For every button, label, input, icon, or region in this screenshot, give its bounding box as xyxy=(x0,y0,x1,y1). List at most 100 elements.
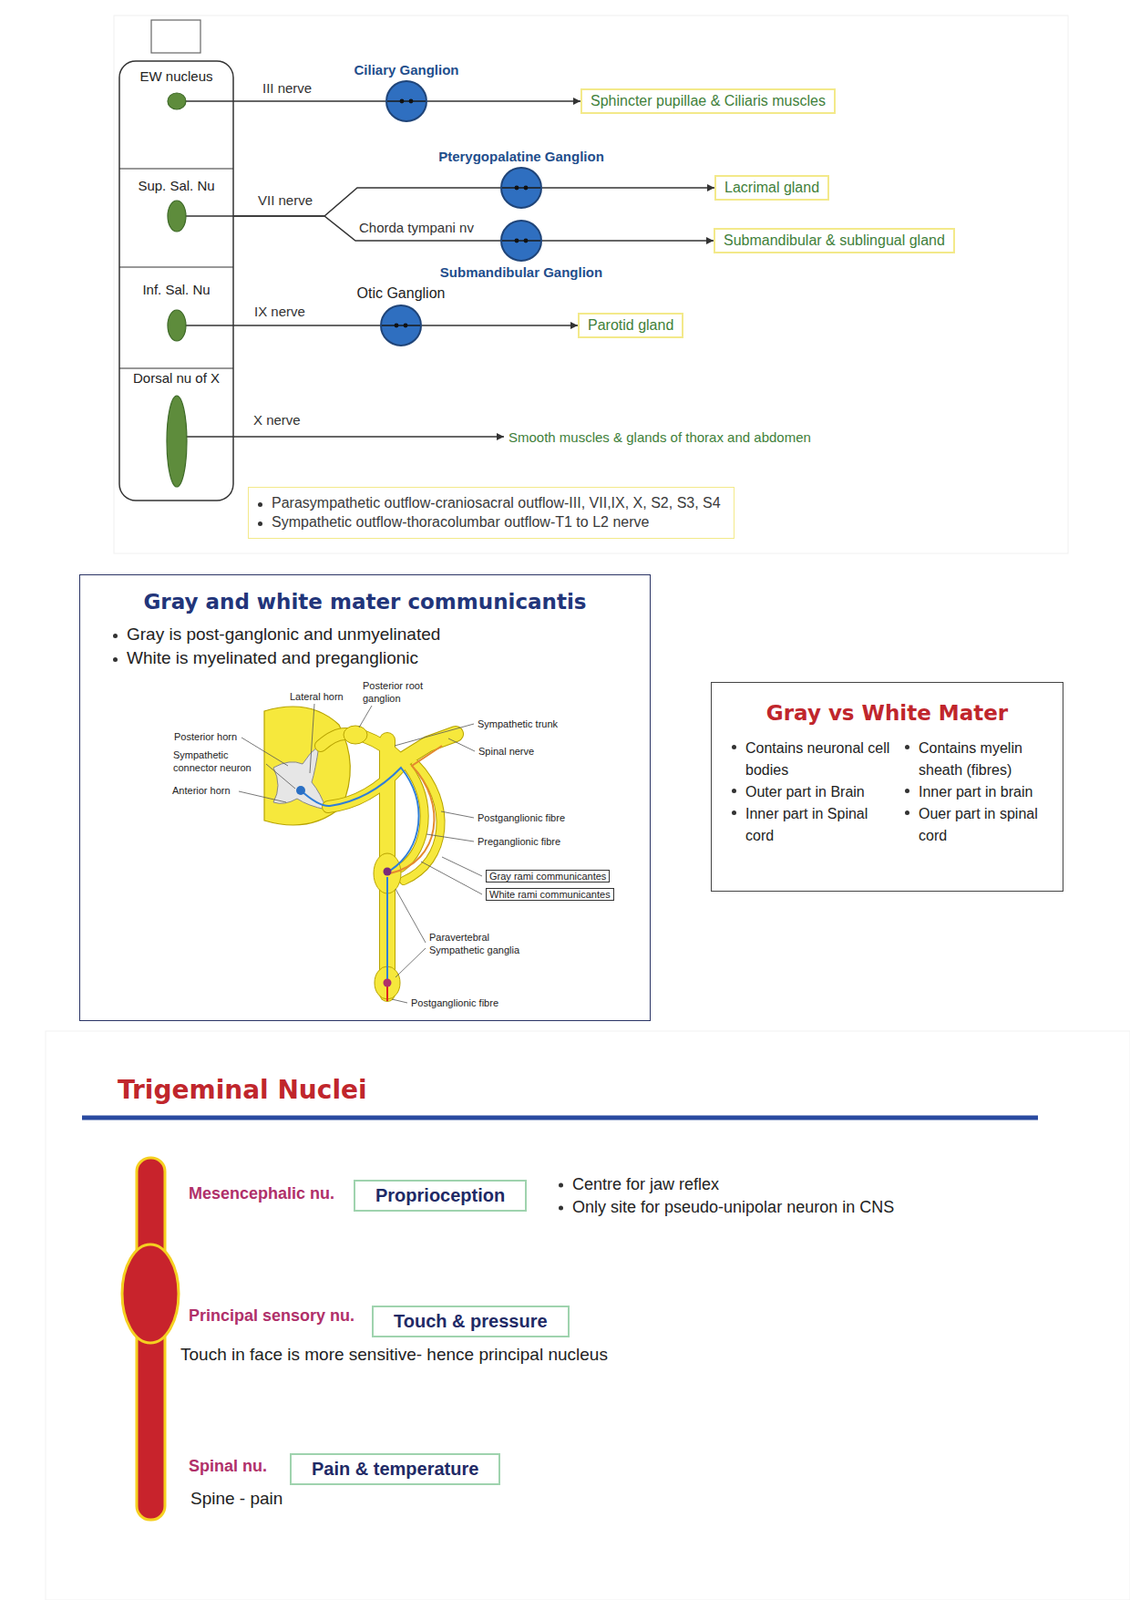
target-name: Lacrimal gland xyxy=(724,179,820,196)
column: Contains neuronal cell bodiesOuter part … xyxy=(711,737,893,847)
part-label: Gray rami communicantes xyxy=(485,869,610,883)
synapse-dot xyxy=(400,99,405,104)
note-text: Sympathetic outflow-thoracolumbar outflo… xyxy=(271,513,649,531)
part-label: Posterior root ganglion xyxy=(362,679,436,706)
bullet-row: Sympathetic outflow-thoracolumbar outflo… xyxy=(257,513,721,531)
nerve-label: X nerve xyxy=(251,411,303,428)
bullet-text: White is myelinated and preganglionic xyxy=(126,647,419,668)
bullet-dot xyxy=(904,788,910,793)
bullet-dot xyxy=(904,744,910,750)
panel-frame xyxy=(45,1030,1130,1600)
bullet-dot xyxy=(558,1182,564,1188)
leader-line xyxy=(391,998,408,1003)
nucleus-column xyxy=(151,20,201,53)
panel-frame xyxy=(113,15,1069,554)
nerve-label: IX nerve xyxy=(252,303,308,319)
nucleus-compartment: Inf. Sal. Nu xyxy=(119,267,234,369)
ganglion-synapse xyxy=(502,221,541,260)
trigeminal-column xyxy=(122,1243,179,1343)
note-text: Touch in face is more sensitive- hence p… xyxy=(180,1344,608,1365)
target-box: Lacrimal gland xyxy=(714,174,830,201)
nucleus-name: EW nucleus xyxy=(119,68,234,84)
bullet-dot xyxy=(731,810,737,815)
synapse-dot xyxy=(403,323,409,329)
ganglion-synapse xyxy=(502,239,541,241)
nerve-label: VII nerve xyxy=(256,192,315,208)
leader-line xyxy=(359,705,372,728)
nucleus-name: Sup. Sal. Nu xyxy=(119,177,234,194)
nucleus-column xyxy=(119,367,234,369)
ganglion-circle: Submandibular Ganglion xyxy=(500,219,543,262)
part-label: White rami communicantes xyxy=(485,887,615,901)
part-label: Lateral horn xyxy=(289,690,344,702)
note-text: Centre for jaw reflex xyxy=(572,1174,720,1194)
spinal-cord-illustration xyxy=(320,733,347,746)
nerve-label: III nerve xyxy=(260,80,314,96)
bullet-row: Inner part in brain xyxy=(904,780,1060,803)
spinal-cord-illustration xyxy=(383,978,392,987)
ganglion-synapse xyxy=(381,324,421,326)
nerve-connector xyxy=(233,215,501,241)
nucleus-name: Inf. Sal. Nu xyxy=(119,281,234,298)
bullet-dot xyxy=(731,744,737,750)
column: Contains myelin sheath (fibres)Inner par… xyxy=(892,737,1060,847)
spinal-cord-illustration xyxy=(320,733,347,746)
spinal-cord-illustration xyxy=(390,745,442,874)
nerve-label: Chorda tympani nv xyxy=(357,219,476,236)
spinal-cord-illustration xyxy=(296,785,306,795)
part-label: Posterior horn xyxy=(174,730,237,742)
leader-line xyxy=(448,738,475,751)
bullet-row: Gray is post-ganglonic and unmyelinated xyxy=(113,624,650,645)
part-label: Postganglionic fibre xyxy=(477,811,565,823)
compare-cell: Inner part in brain xyxy=(918,780,1033,803)
nerve-connector xyxy=(233,100,386,103)
nerve-connector xyxy=(233,435,504,438)
spinal-cord-illustration xyxy=(386,984,389,1001)
nucleus-oval xyxy=(167,92,186,110)
compare-cell: Contains neuronal cell bodies xyxy=(745,737,893,781)
ganglion-synapse xyxy=(387,82,426,121)
spinal-cord-illustration xyxy=(399,733,456,762)
nerve-connector xyxy=(542,239,714,242)
panel-title: Gray vs White Mater xyxy=(711,700,1063,725)
nucleus-oval xyxy=(167,200,186,232)
synapse-dot xyxy=(514,238,520,244)
spinal-cord-illustration xyxy=(386,876,389,980)
bullet-row: Only site for pseudo-unipolar neuron in … xyxy=(558,1197,894,1217)
target-box: Submandibular & sublingual gland xyxy=(713,227,956,254)
part-label: Anterior horn xyxy=(172,784,231,796)
ganglion-circle: Otic Ganglion xyxy=(380,304,422,347)
target-box: Sphincter pupillae & Ciliaris muscles xyxy=(580,88,836,114)
leader-line xyxy=(266,763,296,789)
function-name: Touch & pressure xyxy=(393,1310,548,1332)
leader-line xyxy=(426,833,474,842)
nerve-connector xyxy=(427,100,581,103)
target-name: Submandibular & sublingual gland xyxy=(723,232,946,249)
bullet-dot xyxy=(113,657,118,662)
bullet-row: Ouer part in spinal cord xyxy=(904,802,1060,847)
nucleus-compartment: Sup. Sal. Nu xyxy=(119,168,234,268)
ganglion-synapse xyxy=(502,168,541,207)
bullet-dot xyxy=(558,1205,564,1211)
nucleus-label: Principal sensory nu. xyxy=(188,1305,355,1326)
bullet-row: Inner part in Spinal cord xyxy=(731,802,893,847)
synapse-dot xyxy=(394,323,400,329)
target-name: Parotid gland xyxy=(587,317,674,334)
bullet-row: Contains neuronal cell bodies xyxy=(731,737,893,781)
target-box: Parotid gland xyxy=(577,312,684,339)
column-row: Contains neuronal cell bodiesOuter part … xyxy=(711,737,1063,847)
function-box: Proprioception xyxy=(353,1179,527,1212)
bullet-dot xyxy=(257,521,263,526)
part-label: Paravertebral Sympathetic ganglia xyxy=(429,931,544,957)
spinal-cord-illustration xyxy=(400,767,425,868)
spinal-cord-illustration xyxy=(264,706,456,1001)
spinal-cord-illustration xyxy=(383,867,392,876)
spinal-cord-illustration xyxy=(400,767,425,868)
nucleus-oval xyxy=(166,395,187,487)
ganglion-circle: Ciliary Ganglion xyxy=(385,80,428,123)
nerve-connector xyxy=(421,324,578,327)
nerve-connector xyxy=(233,324,381,327)
synapse-dot xyxy=(523,238,529,244)
trigeminal-column xyxy=(82,1115,1038,1120)
nucleus-column xyxy=(119,167,234,169)
